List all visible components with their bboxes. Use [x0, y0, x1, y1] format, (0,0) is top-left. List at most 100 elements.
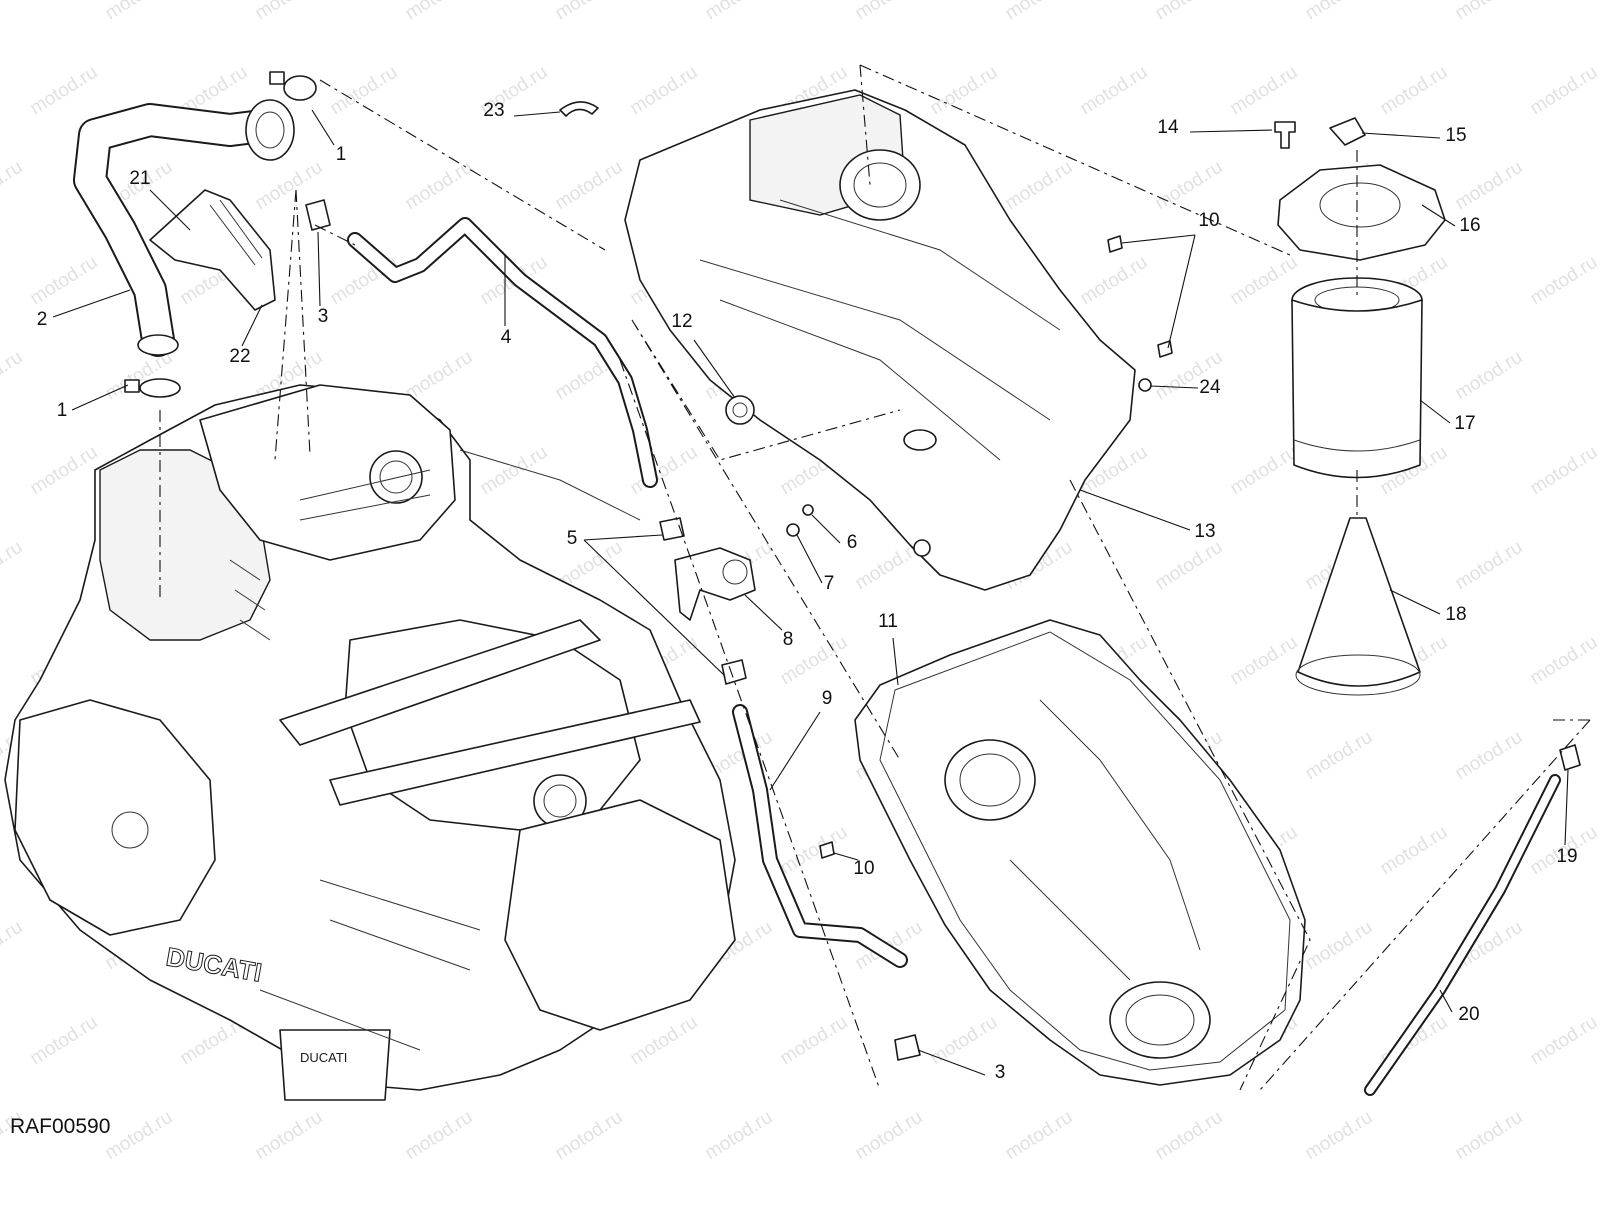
engine-assembly: DUCATI DUCATI: [4, 384, 736, 1101]
intake-hose-2-inner: [75, 105, 285, 355]
callout-c10a: 10: [1198, 210, 1219, 231]
leader-12: [693, 339, 736, 399]
watermark-text: motod.ru: [1452, 0, 1527, 24]
engine-rib-2: [229, 559, 271, 641]
callout-c14: 14: [1157, 117, 1179, 138]
cover-mount-hole: [913, 539, 931, 557]
callout-c15: 15: [1445, 125, 1466, 146]
callout-c24: 24: [1199, 377, 1221, 398]
watermark-text: motod.ru: [1227, 62, 1302, 120]
heat-shield-rib: [209, 199, 263, 266]
watermark-text: motod.ru: [927, 1012, 1002, 1070]
watermark-text: motod.ru: [1527, 1012, 1600, 1070]
watermark-text: motod.ru: [27, 442, 102, 500]
leader-10a: [1121, 234, 1196, 349]
watermark-text: motod.ru: [0, 157, 26, 215]
watermark-text: motod.ru: [252, 0, 327, 24]
watermark-text: motod.ru: [1452, 537, 1527, 595]
watermark-text: motod.ru: [777, 1012, 852, 1070]
watermark-text: motod.ru: [27, 252, 102, 310]
watermark-text: motod.ru: [702, 0, 777, 24]
leader-17: [1419, 399, 1451, 424]
airbox-base-11: [819, 619, 1306, 1086]
cylinder-head-front: [199, 384, 456, 561]
leader-21: [149, 189, 191, 231]
assembly-line-cover-base: [619, 319, 901, 1091]
leader-1b: [71, 384, 129, 411]
leader-1a: [311, 109, 335, 146]
watermark-text: motod.ru: [1227, 442, 1302, 500]
callout-c18: 18: [1445, 604, 1466, 625]
watermark-text: motod.ru: [252, 1107, 327, 1165]
watermark-text: motod.ru: [1452, 1107, 1527, 1165]
airbox-cover-intake: [839, 149, 921, 221]
airbox-base-port-upper-inner: [959, 753, 1021, 807]
filter-cover-16-center: [1319, 182, 1401, 228]
bolt-6: [802, 504, 814, 516]
callout-c5: 5: [567, 528, 578, 549]
watermark-text: motod.ru: [1077, 252, 1152, 310]
air-filter-17-body: [1291, 299, 1423, 479]
engine-rib-1: [299, 449, 641, 521]
hose-clip-5-top: [659, 517, 685, 541]
watermark-text: motod.ru: [1302, 727, 1377, 785]
watermark-text: motod.ru: [1452, 727, 1527, 785]
watermark-text: motod.ru: [1302, 0, 1377, 24]
airbox-cover-intake-inner: [853, 162, 907, 208]
callout-c3a: 3: [318, 306, 329, 327]
assembly-line-base-tube: [1069, 479, 1591, 1091]
frame-tube-lower: [329, 699, 701, 806]
hose-clip-3-top: [305, 199, 331, 231]
leader-9: [769, 711, 821, 791]
cover-boss: [903, 429, 937, 451]
intake-hose-group: [73, 71, 921, 1061]
leader-24: [1149, 385, 1199, 389]
breather-hose-4-inner: [349, 219, 656, 486]
callout-c3b: 3: [995, 1062, 1006, 1083]
ducati-logo-filter: DUCATI: [300, 1050, 347, 1065]
engine-rib-3: [259, 879, 481, 1051]
oil-filter: [279, 1029, 391, 1101]
leader-7: [796, 534, 823, 584]
callout-c9: 9: [822, 688, 833, 709]
callout-c2: 2: [37, 309, 48, 330]
watermark-text: motod.ru: [0, 347, 26, 405]
diagram-reference-code: RAF00590: [10, 1115, 110, 1138]
watermark-text: motod.ru: [1452, 347, 1527, 405]
watermark-text: motod.ru: [1302, 917, 1377, 975]
callout-c1b: 1: [57, 400, 68, 421]
assembly-line-clip-hose: [314, 224, 356, 246]
screw-14: [1274, 121, 1296, 149]
watermark-text: motod.ru: [1527, 252, 1600, 310]
watermark-text: motod.ru: [0, 0, 26, 24]
leader-22: [241, 304, 263, 347]
airbox-base-port-lower-inner: [1125, 994, 1195, 1046]
leader-3b: [917, 1049, 986, 1076]
hose-clip-5-bottom: [721, 659, 747, 685]
watermark-text: motod.ru: [1527, 632, 1600, 690]
watermark-text: motod.ru: [852, 0, 927, 24]
throttle-port-rear-inner: [543, 784, 577, 818]
grommet-12: [725, 395, 755, 425]
filter-cone-18-base: [1295, 654, 1421, 696]
watermark-text: motod.ru: [1377, 822, 1452, 880]
watermark-text: motod.ru: [1452, 157, 1527, 215]
leader-20: [1439, 989, 1453, 1013]
callout-c4: 4: [501, 327, 512, 348]
callout-c21: 21: [129, 168, 150, 189]
watermark-text: motod.ru: [327, 62, 402, 120]
leader-8: [744, 594, 783, 631]
callout-c10b: 10: [853, 858, 874, 879]
watermark-text: motod.ru: [402, 1107, 477, 1165]
screw-10-upper: [1107, 235, 1123, 253]
leader-15: [1361, 132, 1441, 139]
valve-8-knob: [722, 559, 748, 585]
watermark-text: motod.ru: [477, 442, 552, 500]
leader-19: [1564, 769, 1569, 846]
airbox-cover-body: [624, 89, 1136, 591]
watermark-text: motod.ru: [552, 1107, 627, 1165]
watermark-text: motod.ru: [402, 347, 477, 405]
filter-assembly: [786, 117, 1581, 1096]
filter-cover-16: [1277, 164, 1446, 261]
